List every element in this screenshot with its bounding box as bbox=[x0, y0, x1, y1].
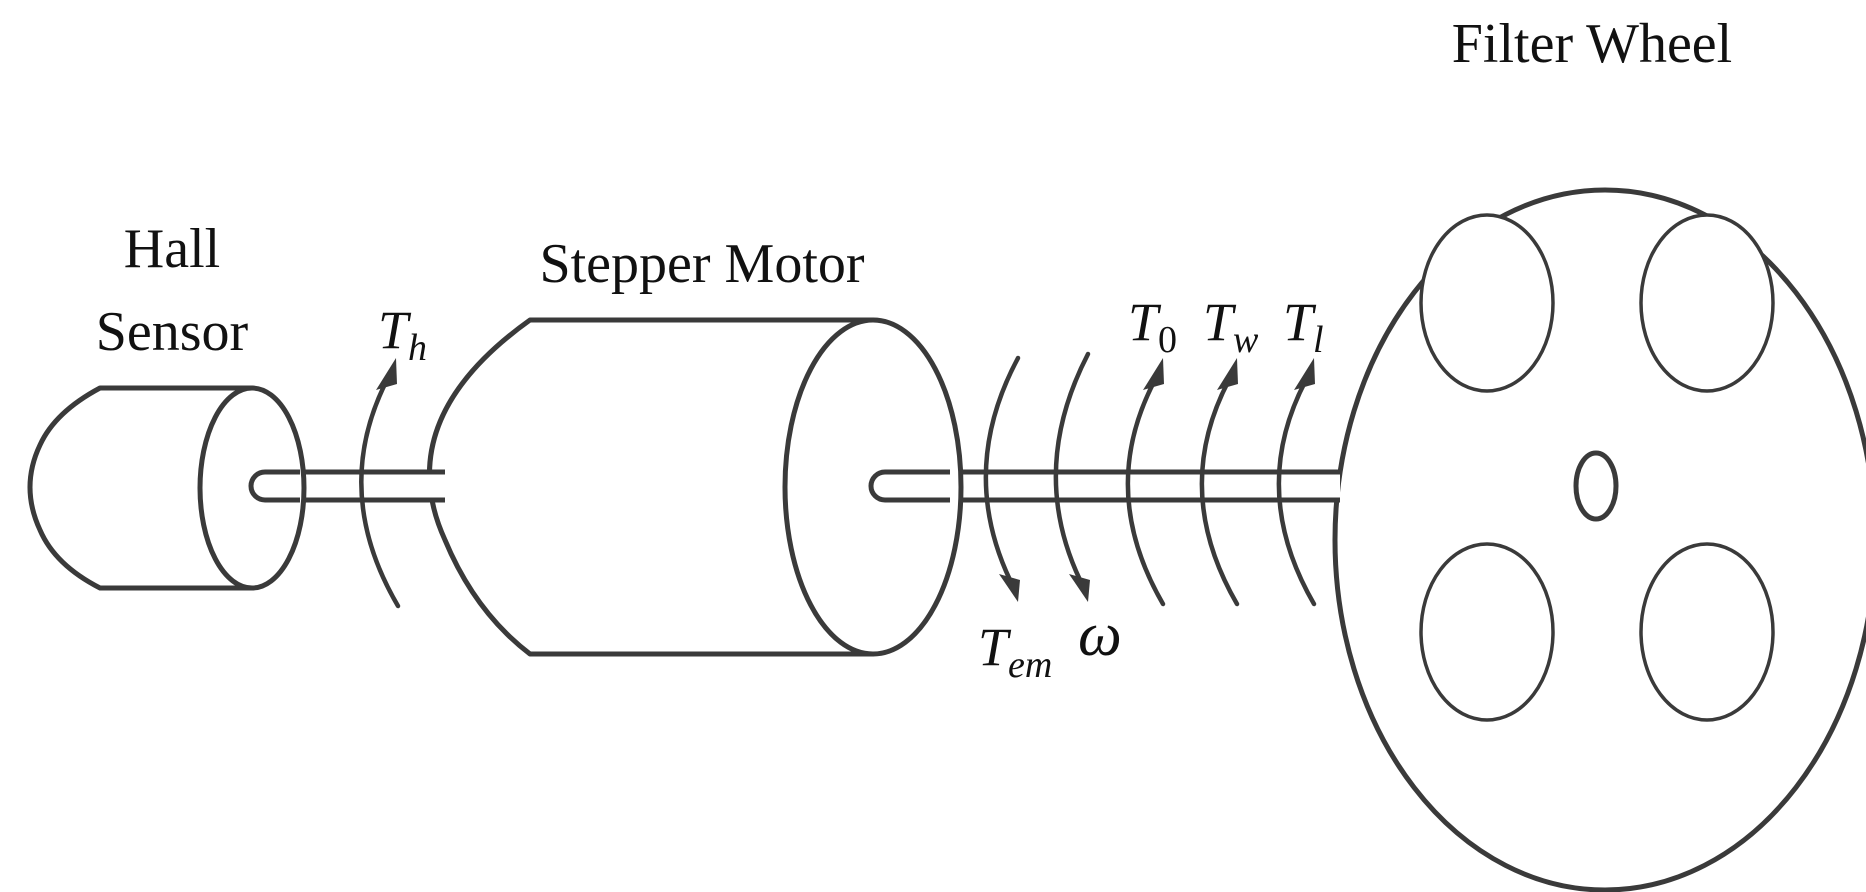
filter-hole-bottom-right bbox=[1639, 542, 1775, 722]
stepper-motor-body bbox=[427, 317, 876, 657]
th-symbol-base: T bbox=[378, 300, 412, 360]
tl-symbol: Tl bbox=[1283, 292, 1324, 361]
th-symbol: Th bbox=[378, 300, 427, 369]
filter-wheel-label: Filter Wheel bbox=[1452, 13, 1732, 75]
torque-arcs bbox=[359, 351, 1317, 609]
hall-sensor-label-line2: Sensor bbox=[96, 301, 249, 363]
hall-sensor-body bbox=[27, 385, 255, 591]
wheel-hub bbox=[1573, 450, 1619, 522]
filter-wheel-disc bbox=[1332, 187, 1866, 892]
tw-torque-arc bbox=[1199, 377, 1240, 607]
tw-arrowhead bbox=[1217, 358, 1238, 390]
th-arrowhead bbox=[376, 358, 397, 390]
omega-arrowhead bbox=[1069, 574, 1090, 602]
th-symbol-sub: h bbox=[408, 327, 427, 369]
filter-hole-top-left bbox=[1419, 213, 1555, 393]
stepper-motor-label: Stepper Motor bbox=[539, 233, 864, 295]
tem-symbol: Tem bbox=[978, 617, 1052, 686]
tem-torque-arc bbox=[983, 355, 1021, 583]
t0-symbol-base: T bbox=[1128, 292, 1162, 352]
t0-torque-arc bbox=[1125, 377, 1166, 607]
omega-arc bbox=[1053, 351, 1091, 583]
tem-symbol-sub: em bbox=[1008, 644, 1052, 686]
t0-symbol-sub: 0 bbox=[1158, 319, 1177, 361]
tl-arrowhead bbox=[1294, 358, 1315, 390]
t0-arrowhead bbox=[1143, 358, 1164, 390]
tw-symbol-sub: w bbox=[1233, 319, 1259, 361]
filter-hole-bottom-left bbox=[1419, 542, 1555, 722]
tem-arrowhead bbox=[999, 574, 1020, 602]
tl-symbol-sub: l bbox=[1313, 319, 1324, 361]
omega-symbol: ω bbox=[1078, 601, 1122, 669]
tl-torque-arc bbox=[1276, 377, 1317, 607]
stepper-motor bbox=[427, 317, 964, 657]
sensor-shaft-stub bbox=[248, 469, 300, 503]
tw-symbol-base: T bbox=[1203, 292, 1237, 352]
hall-sensor bbox=[27, 385, 307, 591]
tl-symbol-base: T bbox=[1283, 292, 1317, 352]
t0-symbol: T0 bbox=[1128, 292, 1177, 361]
filter-wheel bbox=[1332, 187, 1866, 892]
motor-shaft-stub bbox=[868, 469, 950, 503]
th-torque-arc bbox=[359, 375, 401, 609]
tw-symbol: Tw bbox=[1203, 292, 1259, 361]
filter-hole-top-right bbox=[1639, 213, 1775, 393]
tem-symbol-base: T bbox=[978, 617, 1012, 677]
hall-sensor-label-line1: Hall bbox=[124, 218, 220, 280]
